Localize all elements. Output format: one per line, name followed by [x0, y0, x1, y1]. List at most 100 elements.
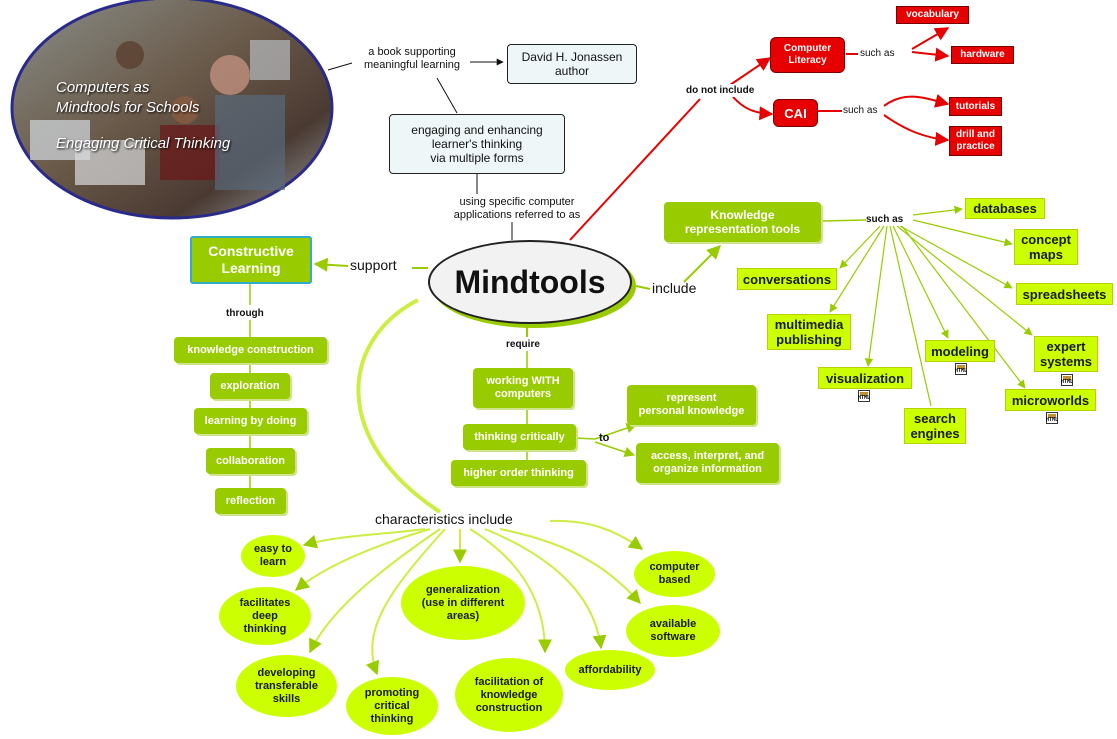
through-item-label: exploration: [220, 379, 280, 392]
through-label: through: [226, 307, 264, 320]
characteristic-item[interactable]: facilitates deep thinking: [219, 587, 311, 645]
cai-node[interactable]: CAI: [773, 99, 818, 127]
characteristic-item[interactable]: promoting critical thinking: [346, 677, 438, 735]
support-label: support: [350, 257, 397, 273]
require-item-line: thinking critically: [474, 430, 565, 443]
kr-item-label: spreadsheets: [1022, 286, 1107, 302]
cl-item-label: hardware: [960, 49, 1005, 60]
characteristic-label: easy to learn: [254, 543, 292, 568]
through-item[interactable]: learning by doing: [194, 408, 307, 434]
cai-item-label: tutorials: [955, 100, 996, 112]
kr-item-label: microworlds: [1011, 392, 1090, 408]
kr-tools-node[interactable]: Knowledge representation tools: [664, 202, 821, 242]
constructive-line: Constructive: [208, 243, 294, 259]
book-label-line: meaningful learning: [363, 59, 460, 71]
cl-item-hardware[interactable]: hardware: [951, 46, 1014, 64]
computer-literacy-node[interactable]: Computer Literacy: [770, 37, 845, 73]
photo-title: Computers as Mindtools for Schools Engag…: [56, 78, 230, 154]
characteristic-item[interactable]: affordability: [565, 650, 655, 690]
engaging-line: engaging and enhancing: [411, 123, 543, 137]
through-item[interactable]: exploration: [210, 373, 290, 399]
photo-title-line: Computers as: [56, 79, 150, 96]
kr-item-search-engines[interactable]: search engines: [904, 408, 966, 444]
kr-item-modeling[interactable]: modeling: [925, 340, 995, 362]
to-item-line: represent: [666, 392, 717, 404]
kr-item-label: multimedia publishing: [774, 317, 844, 347]
to-item[interactable]: access, interpret, and organize informat…: [636, 443, 779, 483]
characteristic-item[interactable]: developing transferable skills: [236, 655, 337, 717]
cai-item-tutorials[interactable]: tutorials: [949, 97, 1002, 116]
characteristic-label: available software: [649, 618, 697, 643]
html-attachment-icon[interactable]: [858, 390, 870, 402]
characteristic-label: developing transferable skills: [255, 666, 318, 705]
characteristic-item[interactable]: facilitation of knowledge construction: [455, 658, 563, 732]
kr-item-spreadsheets[interactable]: spreadsheets: [1016, 283, 1113, 305]
require-item[interactable]: higher order thinking: [451, 460, 586, 486]
using-label-line: applications referred to as: [453, 209, 581, 221]
kr-item-label: databases: [973, 201, 1037, 216]
kr-item-label: search engines: [910, 411, 960, 441]
characteristic-item[interactable]: available software: [626, 605, 720, 657]
require-item[interactable]: thinking critically: [463, 424, 576, 450]
characteristic-label: affordability: [578, 663, 642, 676]
engaging-line: via multiple forms: [430, 151, 524, 165]
through-item[interactable]: collaboration: [206, 448, 295, 474]
kr-item-databases[interactable]: databases: [965, 198, 1045, 219]
using-label-line: using specific computer: [459, 196, 575, 208]
kr-item-multimedia-publishing[interactable]: multimedia publishing: [767, 314, 851, 350]
through-item[interactable]: reflection: [215, 488, 286, 514]
through-item-label: learning by doing: [204, 414, 297, 427]
kr-line: representation tools: [684, 222, 801, 236]
kr-item-label: visualization: [825, 370, 905, 386]
such-as-kr-label: such as: [866, 213, 904, 226]
cl-item-vocabulary[interactable]: vocabulary: [896, 6, 969, 24]
to-item-line: organize information: [653, 463, 762, 475]
html-attachment-icon[interactable]: [955, 363, 967, 375]
kr-item-label: modeling: [931, 343, 989, 359]
jonassen-node[interactable]: David H. Jonassen author: [507, 44, 637, 84]
require-item-line: working WITH: [486, 375, 560, 387]
include-label: include: [652, 280, 697, 296]
kr-item-visualization[interactable]: visualization: [818, 367, 912, 389]
html-attachment-icon[interactable]: [1046, 412, 1058, 424]
constructive-learning-node[interactable]: Constructive Learning: [190, 236, 312, 284]
photo-title-line: Mindtools for Schools: [56, 99, 200, 116]
cai-item-drill-and-practice[interactable]: drill and practice: [949, 126, 1002, 156]
such-as-cai-label: such as: [843, 105, 878, 116]
require-label: require: [506, 338, 540, 351]
do-not-include-label: do not include: [686, 84, 755, 97]
to-label: to: [599, 432, 610, 444]
characteristic-item[interactable]: computer based: [634, 551, 715, 597]
computer-literacy-line: Literacy: [788, 55, 827, 66]
book-label: a book supporting meaningful learning: [352, 46, 472, 72]
mindtools-center-node[interactable]: Mindtools: [428, 240, 632, 324]
require-item-line: computers: [494, 388, 552, 400]
characteristic-item[interactable]: easy to learn: [241, 535, 305, 577]
characteristic-label: facilitation of knowledge construction: [474, 675, 544, 714]
characteristic-item[interactable]: generalization (use in different areas): [401, 566, 525, 640]
center-label: Mindtools: [454, 263, 606, 300]
jonassen-line: author: [554, 64, 590, 78]
kr-item-conversations[interactable]: conversations: [737, 268, 837, 290]
kr-item-microworlds[interactable]: microworlds: [1005, 389, 1096, 411]
to-item-line: personal knowledge: [638, 405, 745, 417]
jonassen-line: David H. Jonassen: [521, 50, 623, 64]
cl-item-label: vocabulary: [906, 9, 959, 20]
html-attachment-icon[interactable]: [1061, 374, 1073, 386]
engaging-line: learner's thinking: [431, 137, 523, 151]
kr-item-concept-maps[interactable]: concept maps: [1014, 229, 1078, 265]
characteristic-label: facilitates deep thinking: [239, 596, 291, 635]
to-item-line: access, interpret, and: [650, 450, 765, 462]
constructive-line: Learning: [221, 260, 281, 276]
such-as-cl-label: such as: [860, 48, 895, 59]
kr-item-expert-systems[interactable]: expert systems: [1034, 336, 1098, 372]
kr-item-label: conversations: [742, 271, 832, 287]
characteristics-label: characteristics include: [375, 511, 513, 527]
through-item-label: collaboration: [215, 454, 286, 467]
cai-item-label: drill and practice: [956, 129, 995, 152]
engaging-node[interactable]: engaging and enhancing learner's thinkin…: [389, 114, 565, 174]
require-item[interactable]: working WITH computers: [473, 368, 573, 408]
through-item[interactable]: knowledge construction: [174, 337, 327, 363]
to-item[interactable]: represent personal knowledge: [627, 385, 756, 425]
characteristic-label: promoting critical thinking: [364, 686, 420, 725]
